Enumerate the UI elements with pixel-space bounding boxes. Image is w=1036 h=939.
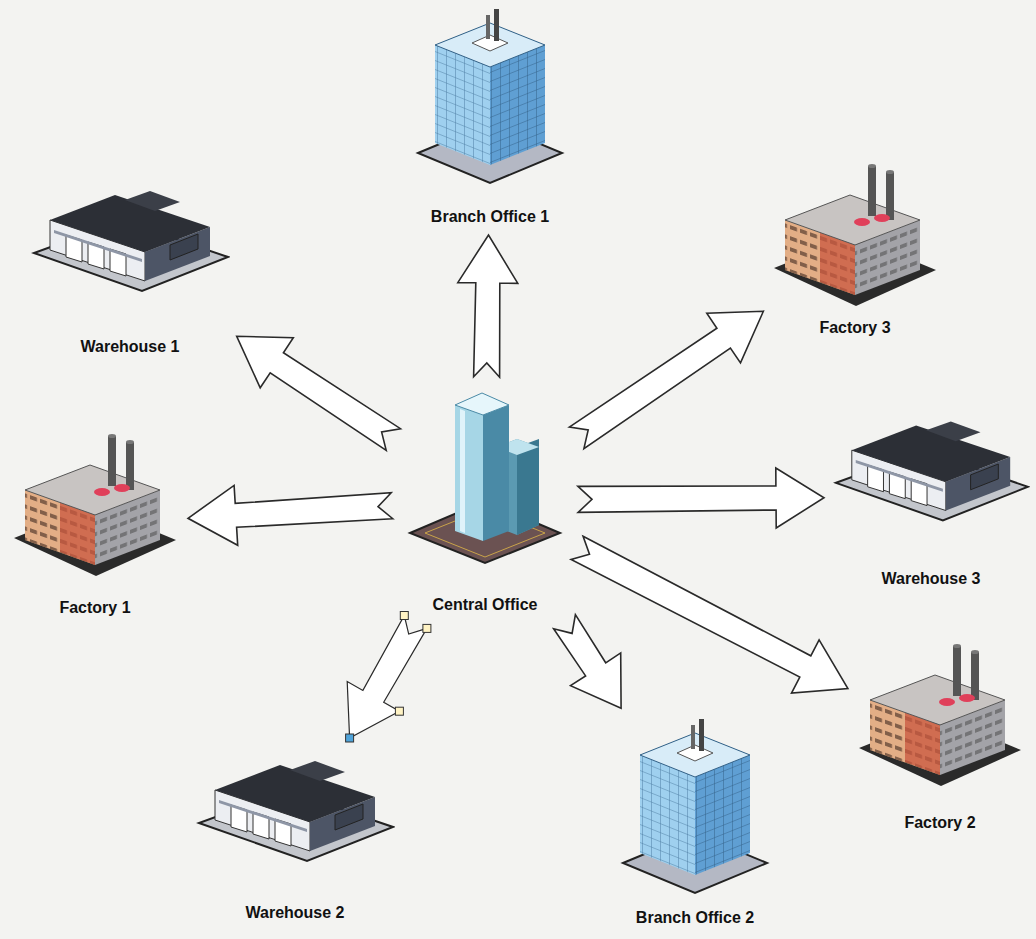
building-node: Warehouse 1: [30, 175, 230, 357]
building-label: Warehouse 1: [79, 337, 182, 357]
office-icon: [623, 719, 767, 893]
selection-handle: [400, 612, 408, 620]
building-node: Branch Office 1: [400, 5, 580, 227]
factory-icon: [14, 434, 176, 576]
building-node: Branch Office 2: [615, 715, 775, 928]
building-label: Branch Office 1: [429, 207, 551, 227]
headquarters-icon: [410, 393, 560, 563]
building-label: Factory 2: [902, 813, 977, 833]
building-node: Factory 3: [770, 160, 940, 338]
flow-arrow: [458, 235, 518, 377]
selection-handle: [346, 734, 354, 742]
building-label: Factory 3: [817, 318, 892, 338]
flow-arrow: [554, 615, 622, 709]
factory-icon: [774, 164, 936, 306]
flow-arrow: [347, 616, 427, 739]
flow-arrow: [188, 485, 393, 545]
flow-arrow: [237, 336, 401, 450]
building-node: Warehouse 2: [195, 745, 395, 923]
building-node: Warehouse 3: [832, 405, 1030, 589]
selection-handle: [423, 624, 431, 632]
building-node: Factory 1: [10, 430, 180, 618]
office-icon: [418, 9, 562, 183]
selection-handle: [395, 707, 403, 715]
building-label: Branch Office 2: [634, 908, 756, 928]
warehouse-icon: [836, 421, 1028, 520]
building-label: Factory 1: [57, 598, 132, 618]
building-label: Central Office: [431, 595, 540, 615]
factory-icon: [859, 644, 1021, 786]
flow-arrow: [578, 468, 824, 528]
building-node: Factory 2: [855, 640, 1025, 833]
warehouse-icon: [34, 191, 228, 291]
building-label: Warehouse 2: [244, 903, 347, 923]
building-node: Central Office: [400, 385, 570, 615]
building-label: Warehouse 3: [880, 569, 983, 589]
flow-arrow: [569, 311, 763, 448]
warehouse-icon: [199, 761, 393, 861]
